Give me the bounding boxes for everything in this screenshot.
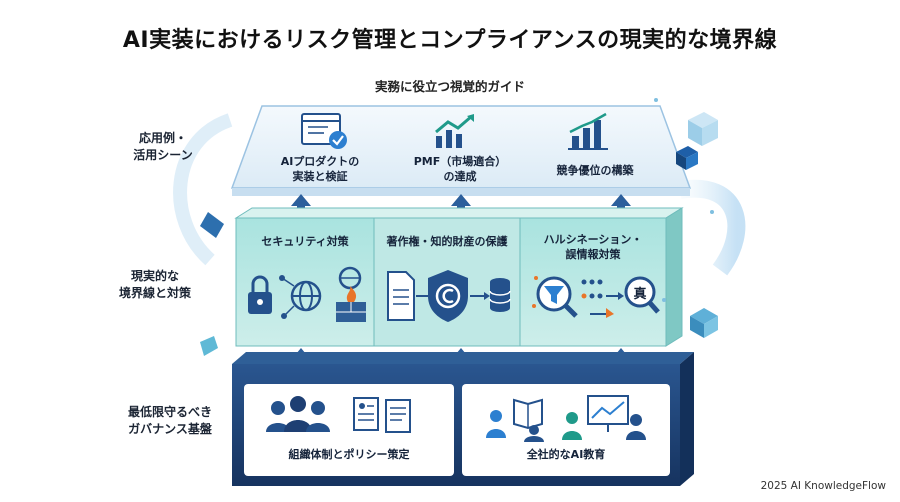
arrows-mid-to-top xyxy=(291,194,631,216)
side-label-boundaries: 現実的な 境界線と対策 xyxy=(118,269,191,300)
base-item-label-2: 全社的なAI教育 xyxy=(526,448,606,461)
fact-glyph: 真 xyxy=(633,287,647,302)
footer-credit: 2025 AI KnowledgeFlow xyxy=(760,480,886,492)
database-icon xyxy=(489,278,511,312)
filter-search-icon xyxy=(532,276,578,318)
top-item-label-3: 競争優位の構築 xyxy=(556,164,634,177)
side-label-governance: 最低限守るべき ガバナンス基盤 xyxy=(127,405,212,436)
people-icon xyxy=(266,396,330,432)
lock-icon xyxy=(248,275,272,314)
firewall-icon xyxy=(336,266,366,322)
growth-chart-icon xyxy=(435,114,474,148)
mid-item-label-2: 著作権・知的財産の保護 xyxy=(386,235,508,248)
security-icons-group xyxy=(248,266,366,322)
decorative-cubes xyxy=(200,98,718,356)
top-item-label-1: AIプロダクトの 実装と検証 xyxy=(280,155,360,183)
mid-item-label-3: ハルシネーション・ 誤情報対策 xyxy=(543,233,643,261)
page-title: AI実装におけるリスク管理とコンプライアンスの現実的な境界線 xyxy=(122,28,778,53)
document-icon xyxy=(387,271,415,321)
browser-check-icon xyxy=(301,113,347,149)
hallucination-icons-group xyxy=(532,276,660,318)
side-label-applications: 応用例・ 活用シーン xyxy=(133,131,193,162)
globe-network-icon xyxy=(279,275,322,319)
base-item-label-1: 組織体制とポリシー策定 xyxy=(288,448,410,461)
training-icon xyxy=(486,395,646,442)
fact-magnifier-icon xyxy=(624,276,660,314)
ip-icons-group xyxy=(387,270,511,322)
bar-chart-icon xyxy=(568,112,608,150)
mid-item-label-1: セキュリティ対策 xyxy=(261,235,349,248)
page-subtitle: 実務に役立つ視覚的ガイド xyxy=(374,79,525,94)
governance-icons-group xyxy=(266,396,411,433)
top-item-label-2: PMF（市場適合） の達成 xyxy=(413,155,507,183)
copyright-shield-icon xyxy=(428,270,468,322)
policy-documents-icon xyxy=(353,397,411,433)
